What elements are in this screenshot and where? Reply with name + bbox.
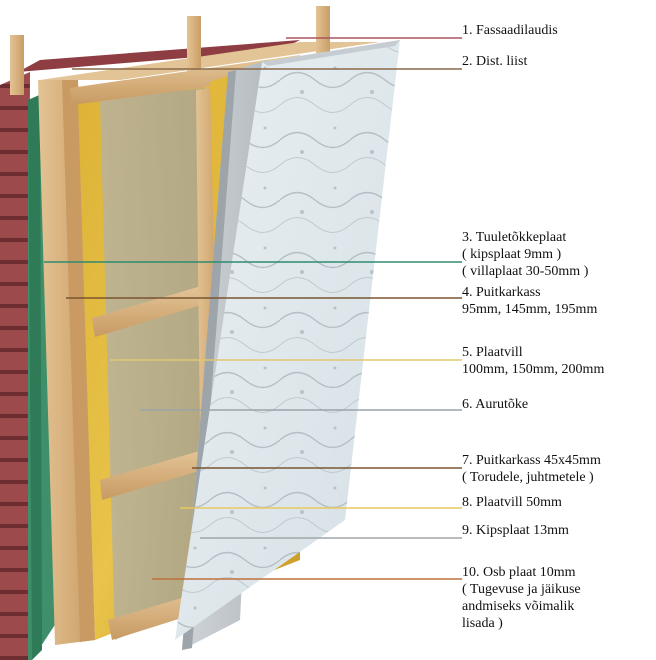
label-7-line-1: 7. Puitkarkass 45x45mm	[462, 453, 601, 468]
label-2: 2. Dist. liist	[462, 53, 527, 70]
label-4-line-2: 95mm, 145mm, 195mm	[462, 302, 598, 317]
label-1: 1. Fassaadilaudis	[462, 22, 558, 39]
label-8: 8. Plaatvill 50mm	[462, 494, 562, 511]
label-5-line-2: 100mm, 150mm, 200mm	[462, 362, 605, 377]
label-7-line-2: ( Torudele, juhtmetele )	[462, 470, 594, 485]
top-horizontal-batten	[70, 55, 300, 105]
label-10-line-4: lisada )	[462, 616, 503, 631]
label-8-line-1: 8. Plaatvill 50mm	[462, 495, 562, 510]
label-10-line-3: andmiseks võimalik	[462, 599, 575, 614]
label-10-line-2: ( Tugevuse ja jäikuse	[462, 582, 581, 597]
facade-siding-top	[18, 40, 300, 72]
label-7: 7. Puitkarkass 45x45mm ( Torudele, juhtme…	[462, 452, 601, 486]
batten-2	[187, 16, 201, 76]
label-3-line-1: 3. Tuuletõkkeplaat	[462, 230, 567, 245]
batten-3	[316, 6, 330, 54]
label-3: 3. Tuuletõkkeplaat ( kipsplaat 9mm ) ( vil…	[462, 229, 588, 280]
label-10: 10. Osb plaat 10mm ( Tugevuse ja jäikuse a…	[462, 564, 581, 632]
label-6-line-1: 6. Aurutõke	[462, 397, 529, 412]
label-9: 9. Kipsplaat 13mm	[462, 522, 569, 539]
leader-lines	[44, 37, 462, 580]
vapor-barrier	[100, 88, 205, 640]
label-2-line-1: 2. Dist. liist	[462, 54, 528, 69]
label-4: 4. Puitkarkass 95mm, 145mm, 195mm	[462, 284, 597, 318]
horizontal-batten-1	[92, 282, 218, 337]
label-5-line-1: 5. Plaatvill	[462, 345, 523, 360]
label-4-line-1: 4. Puitkarkass	[462, 285, 541, 300]
label-6: 6. Aurutõke	[462, 396, 528, 413]
label-1-line-1: 1. Fassaadilaudis	[462, 23, 558, 38]
facade-siding	[0, 72, 30, 660]
label-3-line-3: ( villaplaat 30-50mm )	[462, 264, 589, 279]
batten-1	[10, 35, 24, 95]
horizontal-batten-2	[100, 445, 222, 500]
label-5: 5. Plaatvill 100mm, 150mm, 200mm	[462, 344, 604, 378]
label-10-line-1: 10. Osb plaat 10mm	[462, 565, 576, 580]
top-plate	[40, 42, 380, 80]
label-3-line-2: ( kipsplaat 9mm )	[462, 247, 562, 262]
label-9-line-1: 9. Kipsplaat 13mm	[462, 523, 569, 538]
